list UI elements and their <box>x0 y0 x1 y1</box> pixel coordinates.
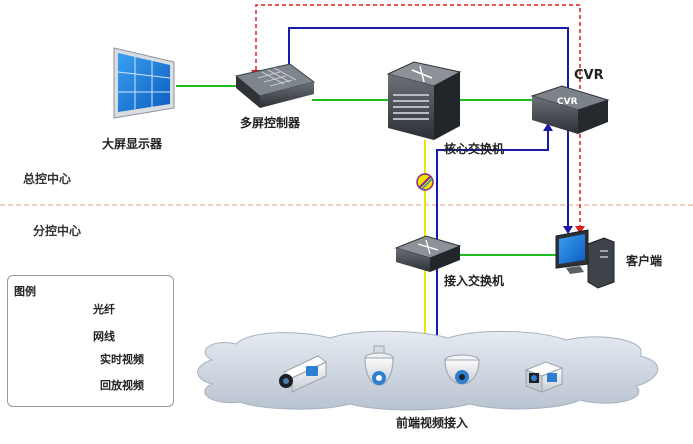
legend-item-cable: 网线 <box>93 330 115 343</box>
cable-lines <box>176 85 556 256</box>
legend-box <box>7 275 174 407</box>
client-label: 客户端 <box>626 254 663 268</box>
front-end-cloud <box>197 330 659 411</box>
video-wall-icon <box>113 47 175 119</box>
live-arrow-cvr <box>543 123 553 131</box>
legend-item-live-video: 实时视频 <box>100 353 144 366</box>
legend-title: 图例 <box>14 285 36 298</box>
legend-item-fiber: 光纤 <box>93 303 115 316</box>
client-pc-icon <box>555 229 615 289</box>
video-wall-label: 大屏显示器 <box>102 137 163 151</box>
fiber-connector-icon <box>416 173 434 191</box>
dome-camera-icon <box>444 354 480 385</box>
cvr-badge: CVR <box>557 97 578 107</box>
playback-arrow-client <box>575 226 585 234</box>
live-arrow-client <box>563 226 573 234</box>
core-switch-icon <box>386 61 462 140</box>
core-switch-label: 核心交换机 <box>444 142 505 156</box>
cube-camera-icon <box>524 361 564 393</box>
cvr-icon: CVR <box>530 85 610 134</box>
access-switch-icon <box>394 235 462 272</box>
cvr-label: CVR <box>574 68 604 83</box>
multi-screen-controller-label: 多屏控制器 <box>240 116 301 130</box>
speed-dome-icon <box>364 345 394 386</box>
front-end-label: 前端视频接入 <box>396 416 469 430</box>
access-switch-label: 接入交换机 <box>444 274 505 288</box>
multi-screen-controller-icon <box>234 63 316 108</box>
box-camera-icon <box>279 355 327 393</box>
legend-item-playback-video: 回放视频 <box>100 379 144 392</box>
zone-upper-label: 总控中心 <box>23 172 72 186</box>
zone-lower-label: 分控中心 <box>33 224 82 238</box>
